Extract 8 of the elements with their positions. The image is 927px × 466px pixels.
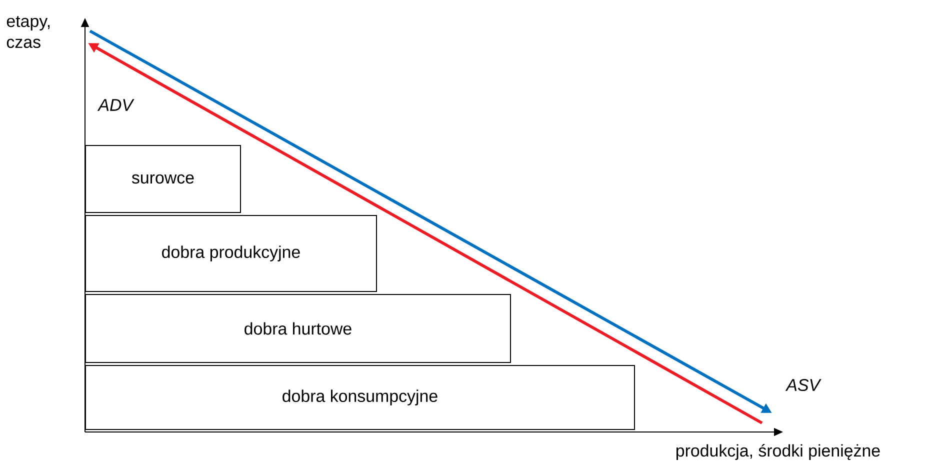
stage-box: dobra hurtowe [85, 294, 511, 363]
line-label: ADV [97, 99, 134, 111]
axis-label: etapy, czas [6, 16, 50, 48]
stage-box: dobra produkcyjne [85, 215, 377, 292]
stage-box: dobra konsumpcyjne [85, 365, 635, 430]
stage-box: surowce [85, 145, 241, 213]
axis-label: produkcja, środki pieniężne [676, 444, 880, 460]
line-label: ASV [785, 379, 822, 391]
